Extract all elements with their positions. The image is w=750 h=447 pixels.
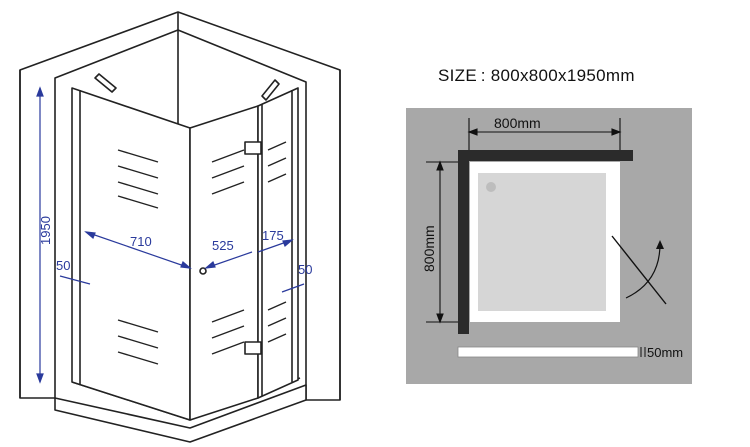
right-glass-panel	[189, 87, 299, 421]
plan-top-label: 800mm	[494, 115, 541, 131]
plan-view	[406, 108, 692, 384]
width-left-label: 710	[130, 234, 152, 249]
plan-dimension-labels: 800mm 800mm 50mm	[421, 115, 683, 360]
plan-left-label: 800mm	[421, 225, 437, 272]
tray-surface	[476, 171, 608, 313]
size-title: SIZE : 800x800x1950mm	[438, 66, 635, 85]
wall-brackets	[94, 73, 280, 101]
width-right-label: 525	[212, 238, 234, 253]
door-swing-arrow-icon	[625, 243, 661, 299]
wall-bar-left	[458, 150, 469, 334]
door-swing-line	[611, 235, 667, 305]
door-width-label: 175	[262, 228, 284, 243]
iso-dimension-labels: 1950 50 710 525 175 50	[38, 216, 312, 277]
plan-dimensions	[426, 118, 622, 324]
bottom-gap-strip	[457, 346, 639, 358]
wall-bar-top	[458, 150, 633, 161]
door-knob-icon	[199, 267, 207, 275]
hinge-icon	[244, 141, 262, 155]
drain-icon	[486, 182, 496, 192]
left-gap-label: 50	[56, 258, 70, 273]
height-label: 1950	[38, 216, 53, 245]
etched-decor	[117, 141, 287, 365]
isometric-view	[19, 11, 341, 443]
plan-bottom-label: 50mm	[647, 345, 683, 360]
right-gap-label: 50	[298, 262, 312, 277]
left-glass-panel	[71, 87, 191, 421]
hinge-icon	[244, 341, 262, 355]
iso-dimensions	[36, 86, 305, 384]
corner-walls	[19, 11, 341, 401]
